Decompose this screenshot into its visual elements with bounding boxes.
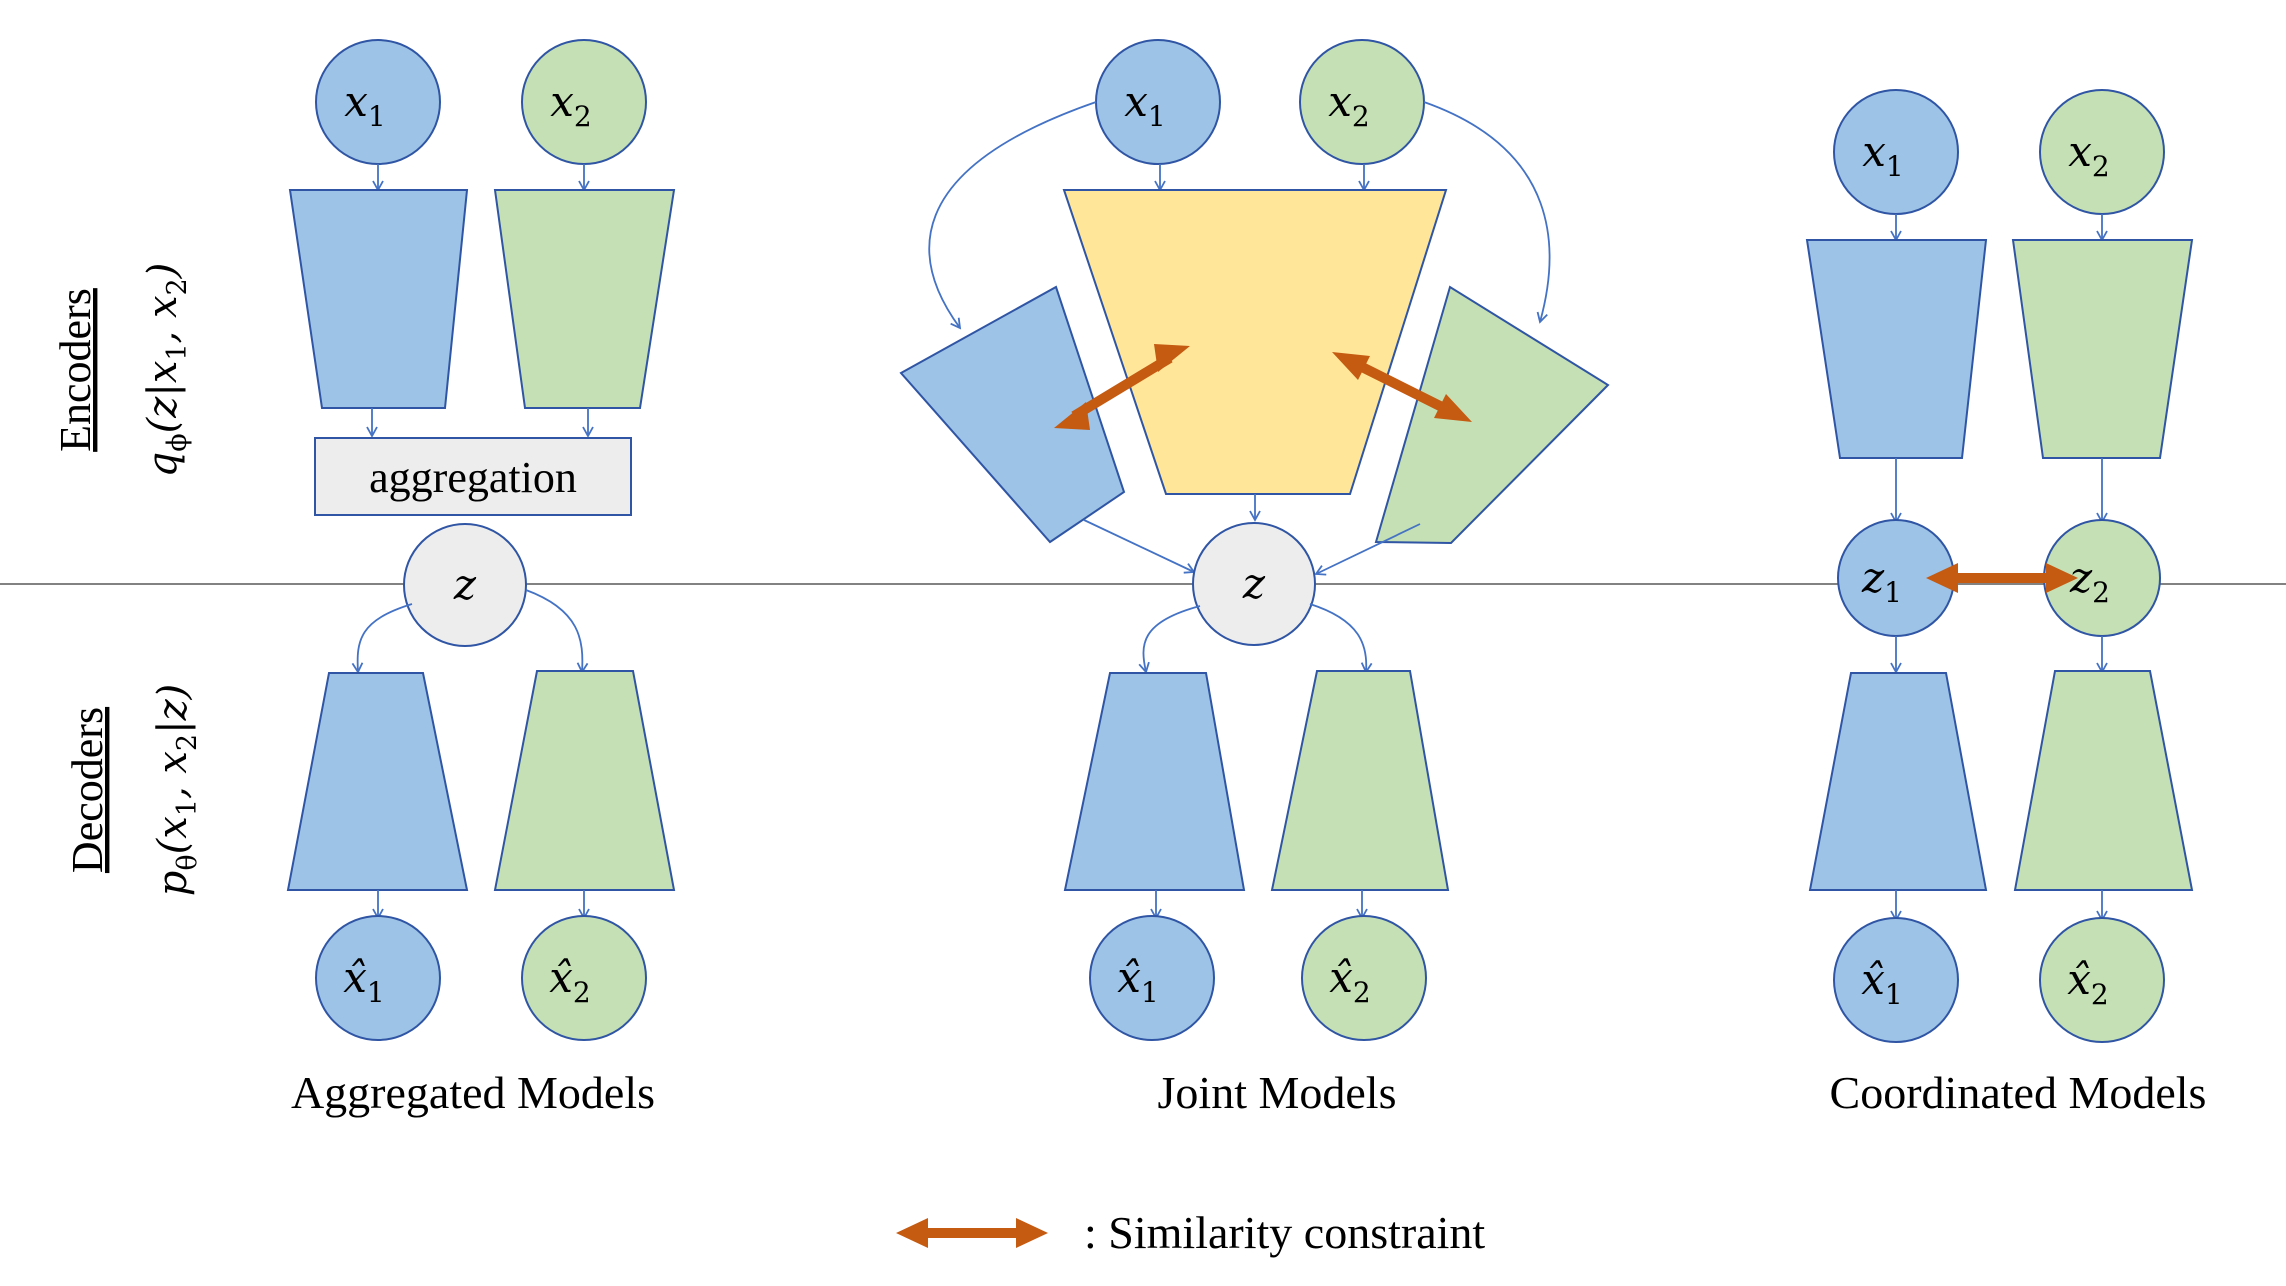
encoders-formula: qϕ(z|x1, x2): [140, 263, 193, 478]
joint-models-panel: x1 x2 z: [899, 39, 1610, 1118]
node-x1: x1: [1833, 89, 1959, 215]
svg-text:z1: z1: [1861, 553, 1902, 609]
joint-models-caption: Joint Models: [1158, 1067, 1397, 1118]
decoder-1: [1063, 672, 1246, 891]
node-x1: x1: [315, 39, 441, 165]
svg-text:x2: x2: [2068, 127, 2110, 183]
svg-text:x̂1: x̂1: [1861, 955, 1903, 1011]
node-z2: z2: [2043, 519, 2161, 637]
svg-text:x2: x2: [550, 77, 592, 133]
node-z: z: [1192, 522, 1316, 646]
node-x1-hat: x̂1: [1833, 917, 1959, 1043]
aggregated-models-panel: x1 x2 aggregation z x̂1: [286, 39, 676, 1118]
encoder-2: [1374, 285, 1610, 545]
decoder-1: [1808, 672, 1988, 891]
coordinated-models-caption: Coordinated Models: [1830, 1067, 2207, 1118]
coordinated-models-panel: x1 x2 z1 z2 x̂1: [1805, 89, 2207, 1118]
decoders-side-label: Decoders pθ(x1, x2|z): [63, 684, 203, 897]
node-x2-hat: x̂2: [1301, 915, 1427, 1041]
decoder-1: [286, 672, 469, 891]
encoder-1: [288, 189, 469, 409]
encoder-1: [899, 285, 1126, 544]
legend: : Similarity constraint: [896, 1207, 1485, 1258]
joint-encoder: [1062, 189, 1448, 495]
decoder-2: [493, 670, 676, 891]
node-x2-hat: x̂2: [521, 915, 647, 1041]
similarity-arrow: [1332, 352, 1472, 422]
similarity-arrow: [1926, 563, 2078, 593]
node-x2: x2: [1299, 39, 1425, 165]
aggregation-box: [314, 437, 632, 516]
decoder-2: [2013, 670, 2194, 891]
decoder-2: [1270, 670, 1450, 891]
similarity-arrow: [896, 1218, 1048, 1248]
svg-text:x̂1: x̂1: [1117, 953, 1159, 1009]
svg-text:x2: x2: [1328, 77, 1370, 133]
node-x2: x2: [521, 39, 647, 165]
svg-text:z: z: [1242, 559, 1266, 608]
legend-label: : Similarity constraint: [1084, 1207, 1485, 1258]
similarity-arrow: [1054, 344, 1190, 430]
encoder-2: [493, 189, 676, 409]
node-z: z: [403, 523, 527, 647]
svg-text:x̂2: x̂2: [1329, 953, 1371, 1009]
svg-text:x1: x1: [1862, 127, 1904, 183]
node-x2-hat: x̂2: [2039, 917, 2165, 1043]
decoders-label: Decoders: [63, 707, 112, 873]
svg-text:x̂2: x̂2: [549, 953, 591, 1009]
encoders-label: Encoders: [51, 288, 100, 452]
aggregation-label: aggregation: [369, 453, 577, 502]
svg-text:z: z: [453, 560, 477, 609]
node-x2: x2: [2039, 89, 2165, 215]
svg-text:x̂1: x̂1: [343, 953, 385, 1009]
node-x1-hat: x̂1: [315, 915, 441, 1041]
encoder-2: [2011, 239, 2194, 459]
svg-text:x1: x1: [1124, 77, 1166, 133]
aggregated-models-caption: Aggregated Models: [291, 1067, 655, 1118]
encoders-side-label: Encoders qϕ(z|x1, x2): [51, 263, 193, 478]
node-x1: x1: [1095, 39, 1221, 165]
decoders-formula: pθ(x1, x2|z): [150, 684, 203, 897]
svg-text:x1: x1: [344, 77, 386, 133]
node-x1-hat: x̂1: [1089, 915, 1215, 1041]
encoder-1: [1805, 239, 1988, 459]
svg-text:x̂2: x̂2: [2067, 955, 2109, 1011]
